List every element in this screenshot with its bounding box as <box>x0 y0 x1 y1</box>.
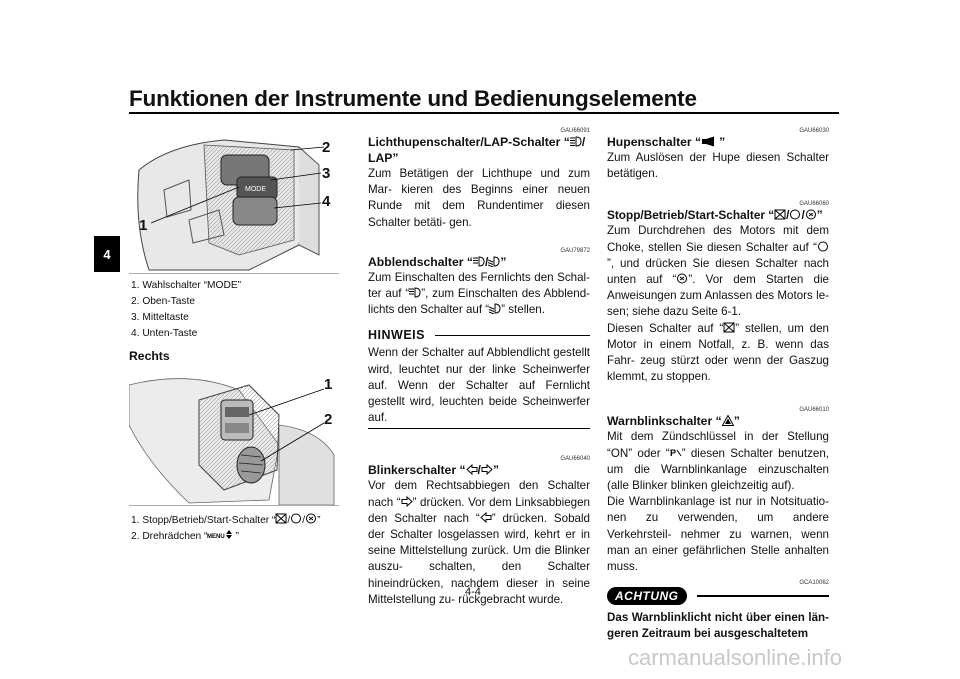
paragraph-lap: Zum Betätigen der Lichthupe und zum Mar-… <box>368 167 590 229</box>
paragraph-abblend: Zum Einschalten des Fernlichts den Schal… <box>368 270 590 317</box>
section-heading-lap: Lichthupenschalter/LAP-Schalter “/LAP” <box>368 135 586 165</box>
turn-left-icon <box>479 511 492 523</box>
figure-left-switch: MODE 2 3 4 1 <box>129 125 339 274</box>
reference-code: GCA10062 <box>799 580 829 587</box>
reference-code: GAU66010 <box>799 407 829 414</box>
section-heading-abblend: Abblendschalter “/” <box>368 254 507 269</box>
callout-2: 2 <box>324 411 333 428</box>
figure1-caption: 1. Wahlschalter “MODE” 2. Oben-Taste 3. … <box>131 278 241 342</box>
section-heading-blinker: Blinkerschalter “/” <box>368 463 500 478</box>
horn-icon <box>702 136 715 147</box>
figure-right-switch: 1 2 <box>128 365 339 506</box>
reference-code: GAU66040 <box>560 456 590 463</box>
caption-item: 1. Wahlschalter “MODE” <box>131 280 242 291</box>
hinweis-rule <box>434 334 590 336</box>
caption-item: 4. Unten-Taste <box>131 328 198 339</box>
svg-text:P: P <box>670 448 676 458</box>
caption-item: 2. Drehrädchen “MENU” <box>131 530 239 542</box>
callout-1: 1 <box>324 376 333 393</box>
paragraph-warn-2: Die Warnblinkanlage ist nur in Notsituat… <box>607 495 829 574</box>
parking-key-icon: P <box>670 448 682 458</box>
section-heading-warn: Warnblinkschalter “” <box>607 414 740 429</box>
stop-switch-icon <box>723 322 735 333</box>
headlight-high-icon <box>472 256 485 267</box>
page-number: 4-4 <box>465 586 481 598</box>
caption-item: 3. Mitteltaste <box>131 312 189 323</box>
paragraph-hinweis: Wenn der Schalter auf Abblendlicht geste… <box>368 346 590 425</box>
run-switch-icon <box>790 209 801 220</box>
stop-switch-icon <box>774 209 786 220</box>
section-heading-stopp: Stopp/Betrieb/Start-Schalter “//” <box>607 208 823 223</box>
title-rule <box>129 112 839 114</box>
callout-2: 2 <box>322 139 331 156</box>
turn-left-icon <box>465 464 478 476</box>
column-right: GAU66030 Hupenschalter “” Zum Auslösen d… <box>607 128 829 643</box>
achtung-box: ACHTUNG <box>607 587 829 606</box>
reference-code: GAU66030 <box>799 128 829 134</box>
caption-item: 2. Oben-Taste <box>131 296 195 307</box>
svg-text:MENU: MENU <box>207 534 225 540</box>
reference-code: GAU66060 <box>799 201 829 208</box>
achtung-label: ACHTUNG <box>607 587 687 606</box>
menu-wheel-icon: MENU <box>207 530 233 540</box>
callout-1: 1 <box>139 217 148 234</box>
paragraph-stopp-emergency: Diesen Schalter auf “” stellen, um den M… <box>607 321 829 384</box>
start-switch-icon <box>306 513 317 524</box>
watermark: carmanualsonline.info <box>628 645 843 670</box>
callout-4: 4 <box>322 193 331 210</box>
callout-3: 3 <box>322 165 331 182</box>
page-title: Funktionen der Instrumente und Bedienung… <box>129 86 697 111</box>
paragraph-warn: Mit dem Zündschlüssel in der Stellung “O… <box>607 430 829 493</box>
left-switch-illustration: MODE <box>137 139 325 271</box>
paragraph-stopp: Zum Durchdrehen des Motors mit dem Choke… <box>607 224 830 319</box>
column-middle: GAU66091 Lichthupenschalter/LAP-Schalter… <box>368 128 590 608</box>
start-switch-icon <box>677 273 688 284</box>
paragraph-hupe: Zum Auslösen der Hupe diesen Schalter be… <box>607 151 829 181</box>
reference-code: GAU79872 <box>560 247 590 254</box>
hazard-icon <box>721 415 734 427</box>
svg-text:MODE: MODE <box>245 186 266 193</box>
hinweis-box: HINWEIS <box>368 328 590 342</box>
section-heading-hupe: Hupenschalter “” <box>607 135 726 149</box>
headlight-high-icon <box>569 136 582 147</box>
run-switch-icon <box>818 241 828 252</box>
start-switch-icon <box>805 209 816 220</box>
paragraph-achtung: Das Warnblinklicht nicht über einen län-… <box>607 611 829 641</box>
headlight-high-icon <box>409 287 421 298</box>
achtung-rule <box>696 595 829 598</box>
headlight-low-icon <box>488 256 500 267</box>
paragraph-blinker: Vor dem Rechtsabbiegen den Schalter nach… <box>368 479 590 606</box>
stop-switch-icon <box>275 513 287 524</box>
hinweis-end-rule <box>368 428 590 430</box>
section-heading-rechts: Rechts <box>129 349 170 363</box>
run-switch-icon <box>291 513 302 524</box>
chapter-tab: 4 <box>94 236 120 272</box>
turn-right-icon <box>481 464 493 476</box>
headlight-low-icon <box>489 303 501 315</box>
turn-right-icon <box>401 495 413 507</box>
figure2-caption: 1. Stopp/Betrieb/Start-Schalter “//” 2. … <box>131 513 321 545</box>
hinweis-label: HINWEIS <box>368 328 425 343</box>
caption-item: 1. Stopp/Betrieb/Start-Schalter “//” <box>131 513 321 526</box>
reference-code: GAU66091 <box>560 128 590 134</box>
right-switch-illustration <box>128 378 335 506</box>
